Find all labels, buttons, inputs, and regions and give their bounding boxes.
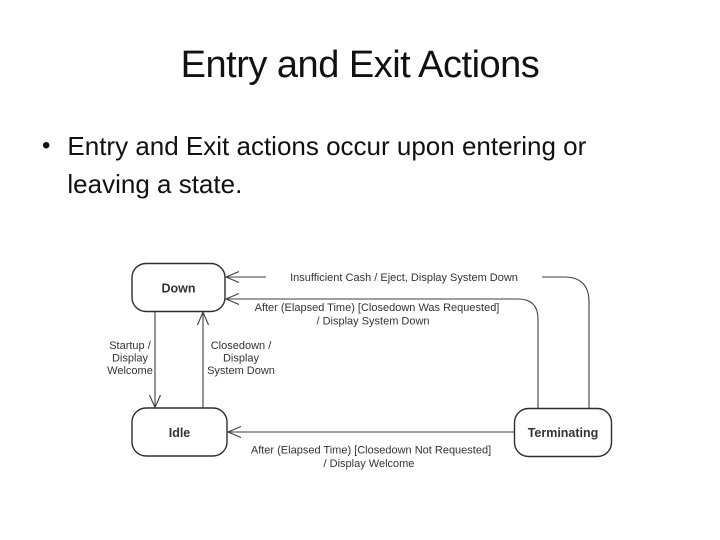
transition-label: After (Elapsed Time) [Closedown Not Requ… [251, 445, 491, 457]
bullet-text-line-2: leaving a state. [67, 169, 243, 199]
transition-closedown-not-requested: After (Elapsed Time) [Closedown Not Requ… [226, 425, 514, 470]
state-down: Down [131, 262, 226, 313]
transition-label: Display [112, 353, 149, 365]
transition-insufficient-cash: Insufficient Cash / Eject, Display Syste… [224, 269, 590, 409]
transition-closedown-was-requested-line [226, 298, 539, 409]
transition-label: Startup / [109, 340, 152, 352]
state-idle: Idle [131, 407, 228, 457]
transition-label: Display [223, 353, 260, 365]
transition-label: / Display Welcome [324, 458, 415, 470]
arrowhead-into-idle-right [226, 425, 242, 439]
transition-label: / Display System Down [316, 316, 429, 328]
arrowhead-into-down-2 [224, 292, 240, 306]
state-terminating: Terminating [513, 407, 613, 458]
transition-insufficient-cash-line [226, 276, 590, 409]
transition-closedown-was-requested: After (Elapsed Time) [Closedown Was Requ… [224, 292, 539, 409]
state-terminating-label: Terminating [528, 426, 599, 440]
state-idle-label: Idle [169, 426, 191, 440]
state-down-shape [131, 262, 226, 313]
transition-label: System Down [207, 365, 275, 377]
state-down-label: Down [161, 282, 195, 296]
transition-label: After (Elapsed Time) [Closedown Was Requ… [255, 302, 500, 314]
transition-startup: Startup / Display Welcome [107, 311, 162, 409]
transition-label: Closedown / [211, 340, 272, 352]
transition-label: Insufficient Cash / Eject, Display Syste… [290, 272, 518, 284]
transition-label: Welcome [107, 365, 153, 377]
bullet-text-line-1: Entry and Exit actions occur upon enteri… [67, 131, 587, 161]
label-mask [266, 269, 542, 285]
state-terminating-shape [513, 407, 613, 458]
bullet-marker: • [42, 132, 51, 159]
arrowhead-into-down-1 [224, 270, 240, 284]
state-idle-shape [131, 407, 228, 457]
bullet-item: • Entry and Exit actions occur upon ente… [42, 127, 586, 203]
bullet-text: Entry and Exit actions occur upon enteri… [67, 127, 586, 203]
transition-closedown: Closedown / Display System Down [196, 310, 275, 408]
slide-title: Entry and Exit Actions [180, 44, 540, 86]
